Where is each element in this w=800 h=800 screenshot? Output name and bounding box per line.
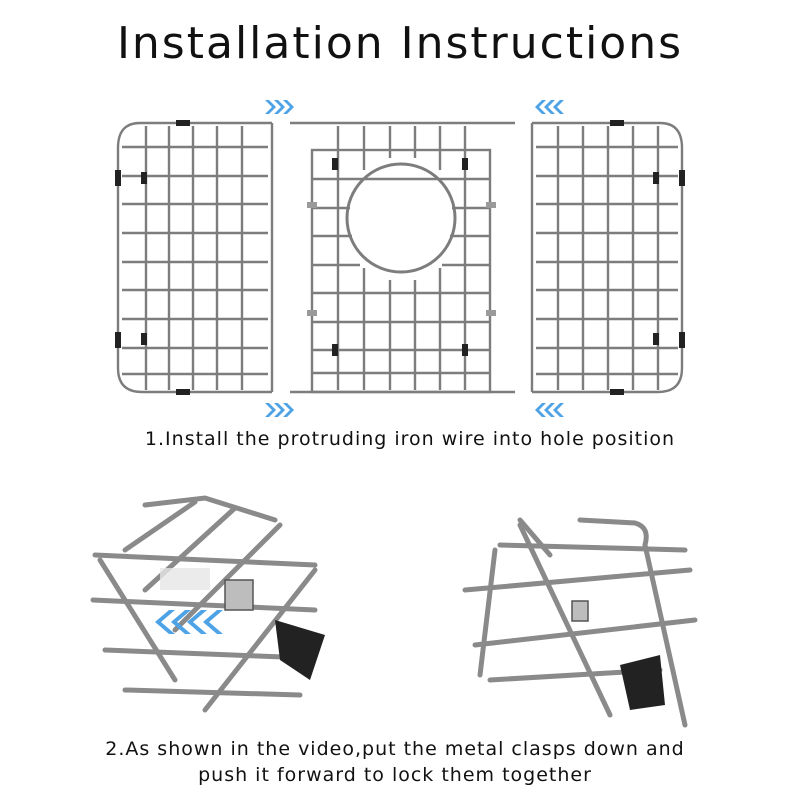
left-grid (116, 121, 274, 394)
double-chevron-right-icon (265, 100, 294, 114)
middle-grid (290, 121, 515, 394)
triple-chevron-left-icon (155, 610, 223, 634)
step-1-caption: 1.Install the protruding iron wire into … (144, 428, 676, 450)
step-2-line-2: push it forward to lock them together (198, 764, 592, 786)
double-chevron-left-icon (535, 100, 564, 114)
right-grid (530, 121, 684, 394)
double-chevron-right-icon (265, 403, 294, 417)
step-2-caption: 2.As shown in the video,put the metal cl… (0, 736, 790, 788)
sink-grid-diagram (115, 100, 685, 417)
double-chevron-left-icon (535, 403, 564, 417)
clasp-closeup-left (90, 495, 325, 713)
clasp-closeup-right (462, 517, 698, 728)
step-2-line-1: 2.As shown in the video,put the metal cl… (105, 738, 685, 760)
page-title: Installation Instructions (116, 18, 684, 69)
